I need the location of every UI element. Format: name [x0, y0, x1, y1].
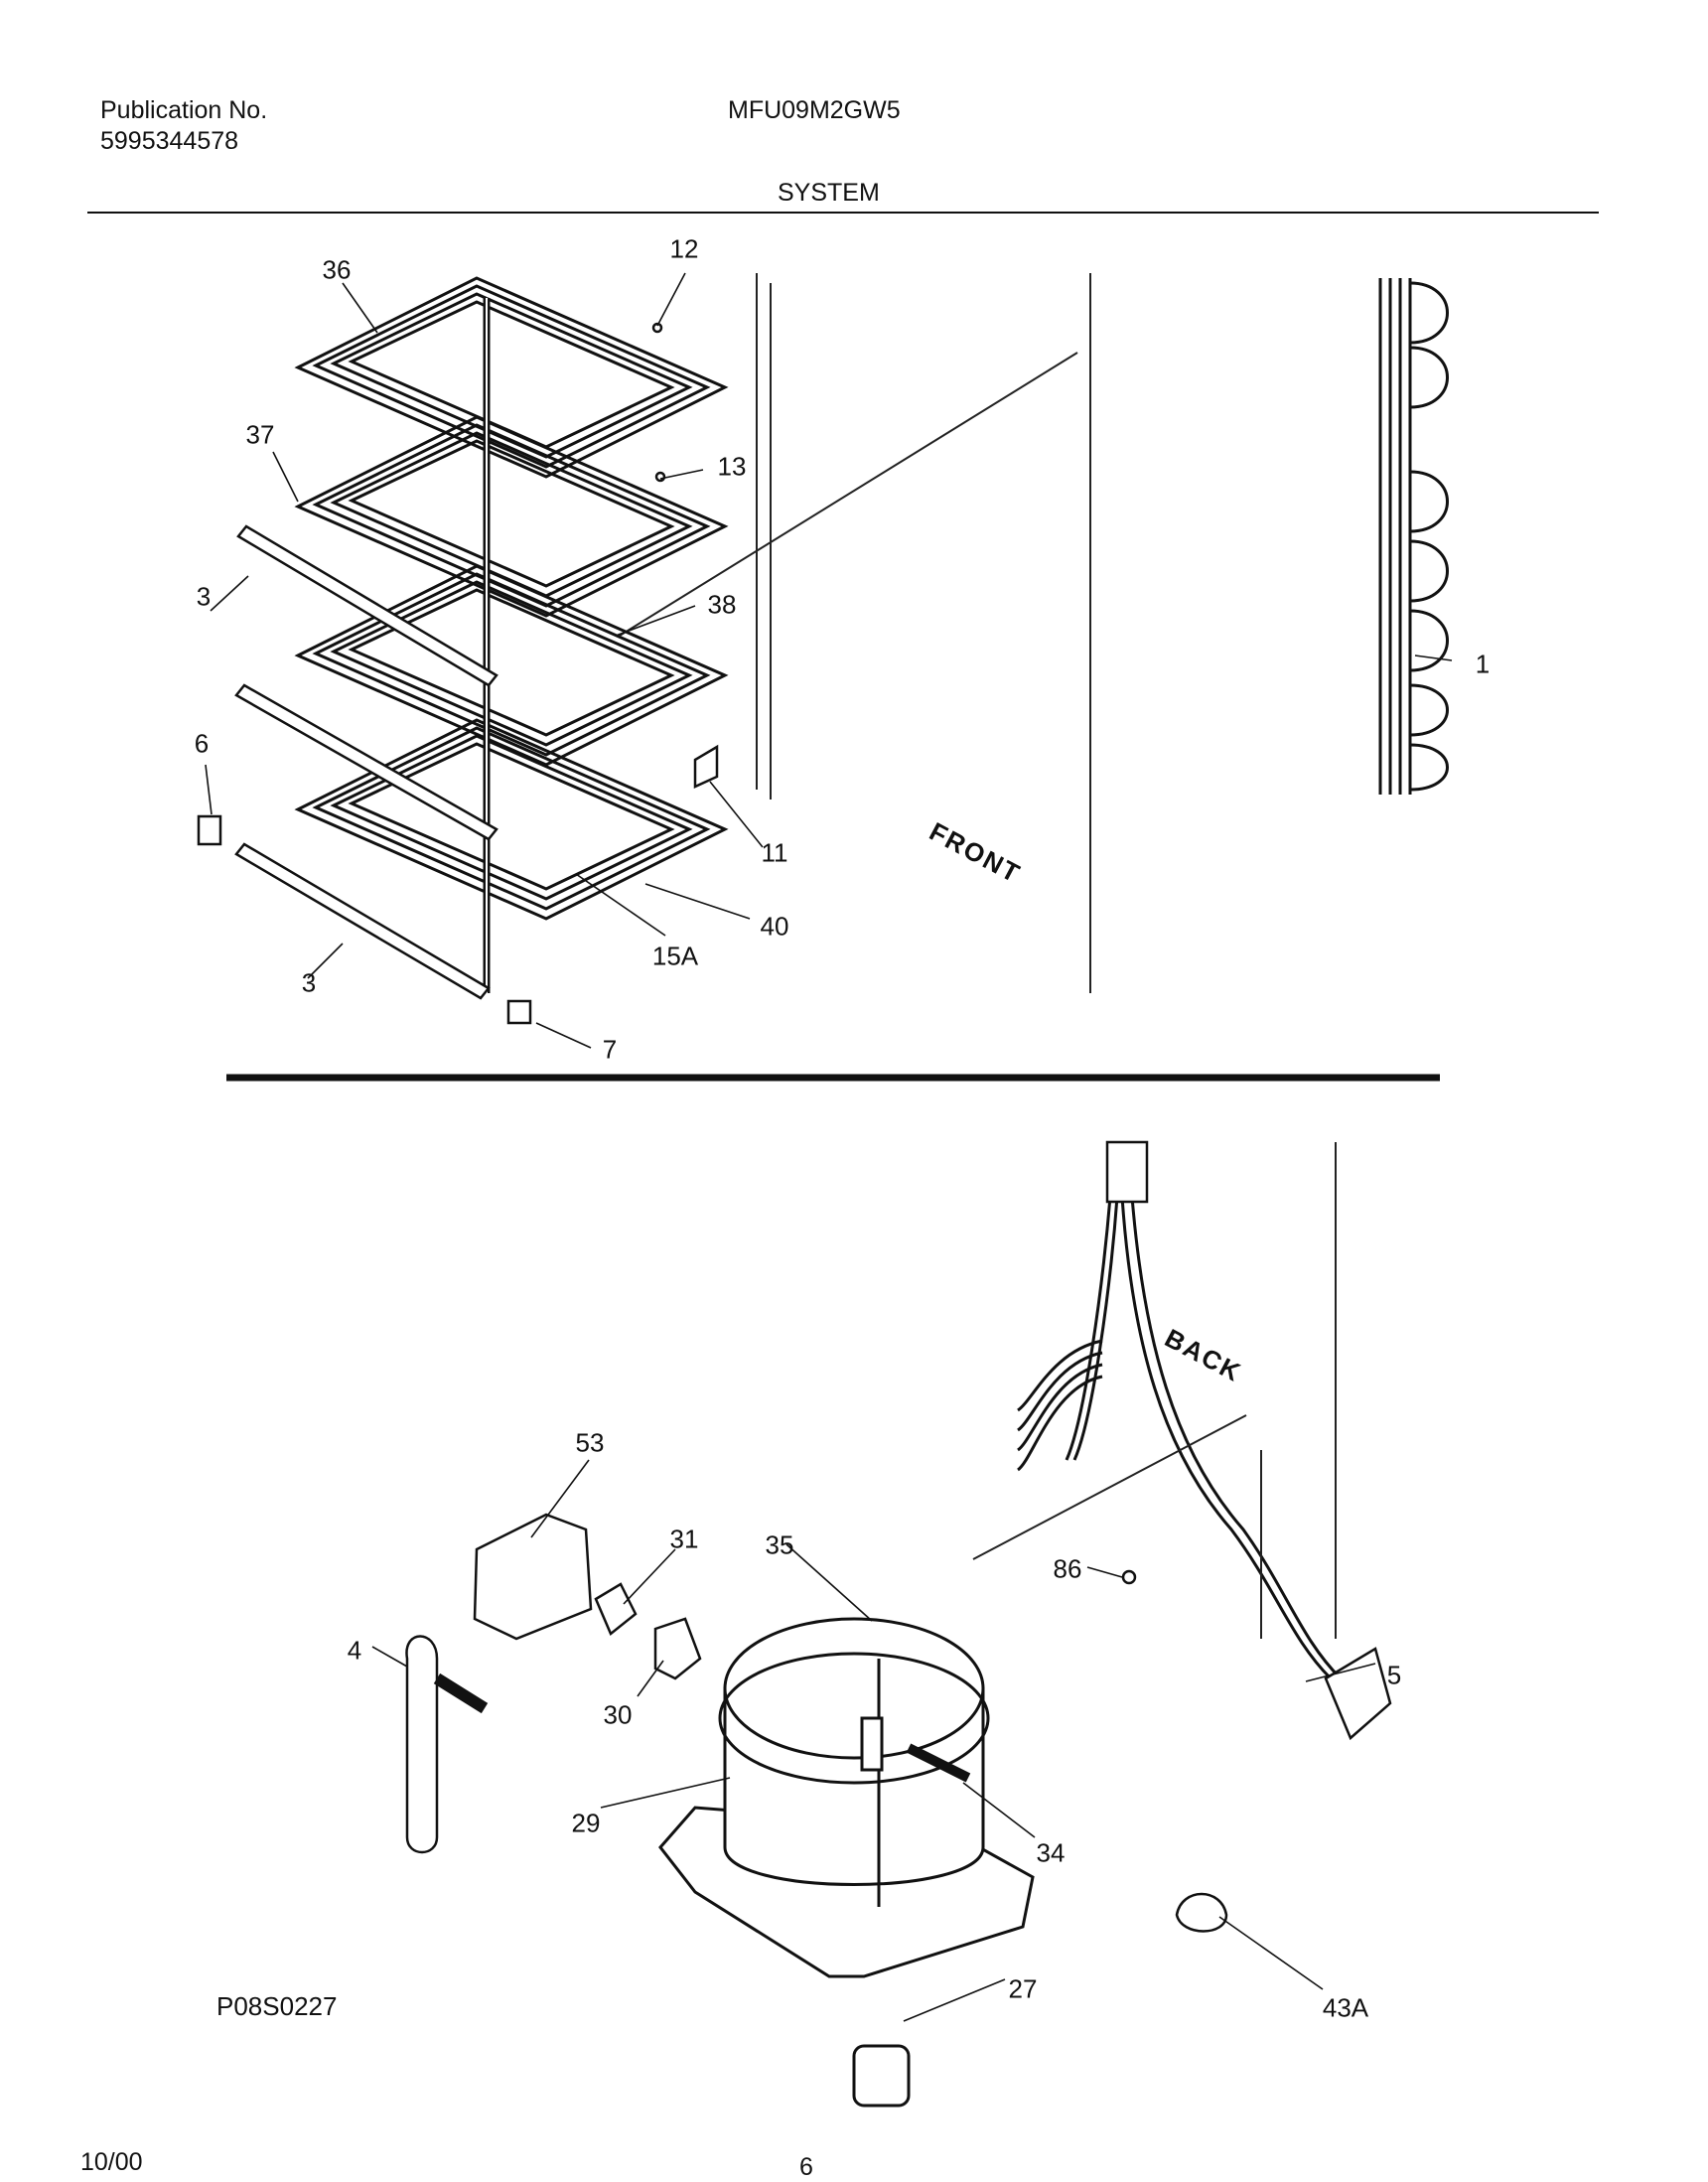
callout-31: 31 — [669, 1524, 699, 1554]
power-cord — [1065, 1196, 1343, 1680]
power-cord-connector — [1105, 1140, 1149, 1204]
callout-27: 27 — [1008, 1973, 1038, 2004]
upper-leader-lines — [205, 272, 1453, 1049]
callout-7: 7 — [602, 1034, 618, 1065]
cabinet-outline — [619, 273, 1091, 993]
publication-number: 5995344578 — [100, 127, 239, 155]
callout-38: 38 — [707, 589, 737, 620]
callout-3-lower: 3 — [301, 967, 317, 998]
callout-37: 37 — [245, 419, 275, 450]
callout-53: 53 — [575, 1427, 605, 1458]
callout-43A: 43A — [1322, 1992, 1369, 2023]
callout-12: 12 — [669, 233, 699, 264]
shelf-coil-37 — [294, 415, 729, 618]
callout-3-upper: 3 — [196, 581, 212, 612]
callout-30: 30 — [603, 1699, 633, 1730]
shelf-rails — [234, 524, 498, 1000]
section-title: SYSTEM — [778, 179, 880, 207]
lower-leader-lines — [371, 1459, 1376, 2022]
diagram-code: P08S0227 — [216, 1991, 338, 2021]
callout-6: 6 — [194, 728, 210, 759]
upper-small-parts — [197, 322, 719, 1025]
callout-11: 11 — [761, 837, 788, 868]
callout-13: 13 — [717, 451, 747, 482]
callout-4: 4 — [347, 1635, 362, 1666]
publication-label: Publication No. — [100, 96, 268, 124]
harness-wires — [1017, 1339, 1103, 1472]
page-number: 6 — [799, 2153, 813, 2181]
callout-5: 5 — [1386, 1660, 1402, 1690]
lower-small-parts — [405, 1513, 1228, 1933]
callout-1: 1 — [1475, 649, 1491, 679]
shelf-coil-40 — [294, 718, 729, 921]
callout-29: 29 — [571, 1808, 601, 1838]
condenser-coil — [1378, 278, 1449, 795]
callout-35: 35 — [765, 1529, 794, 1560]
power-plug — [1324, 1647, 1392, 1741]
callout-86: 86 — [1053, 1553, 1082, 1584]
lower-cabinet-outline — [972, 1142, 1337, 1639]
footer-date: 10/00 — [80, 2148, 143, 2176]
callout-34: 34 — [1036, 1837, 1066, 1868]
callout-40: 40 — [760, 911, 789, 942]
model-number: MFU09M2GW5 — [728, 96, 901, 124]
callout-36: 36 — [322, 254, 352, 285]
evaporator-shelves — [294, 276, 729, 921]
compressor — [658, 1617, 1035, 2108]
callout-15A: 15A — [651, 941, 699, 971]
